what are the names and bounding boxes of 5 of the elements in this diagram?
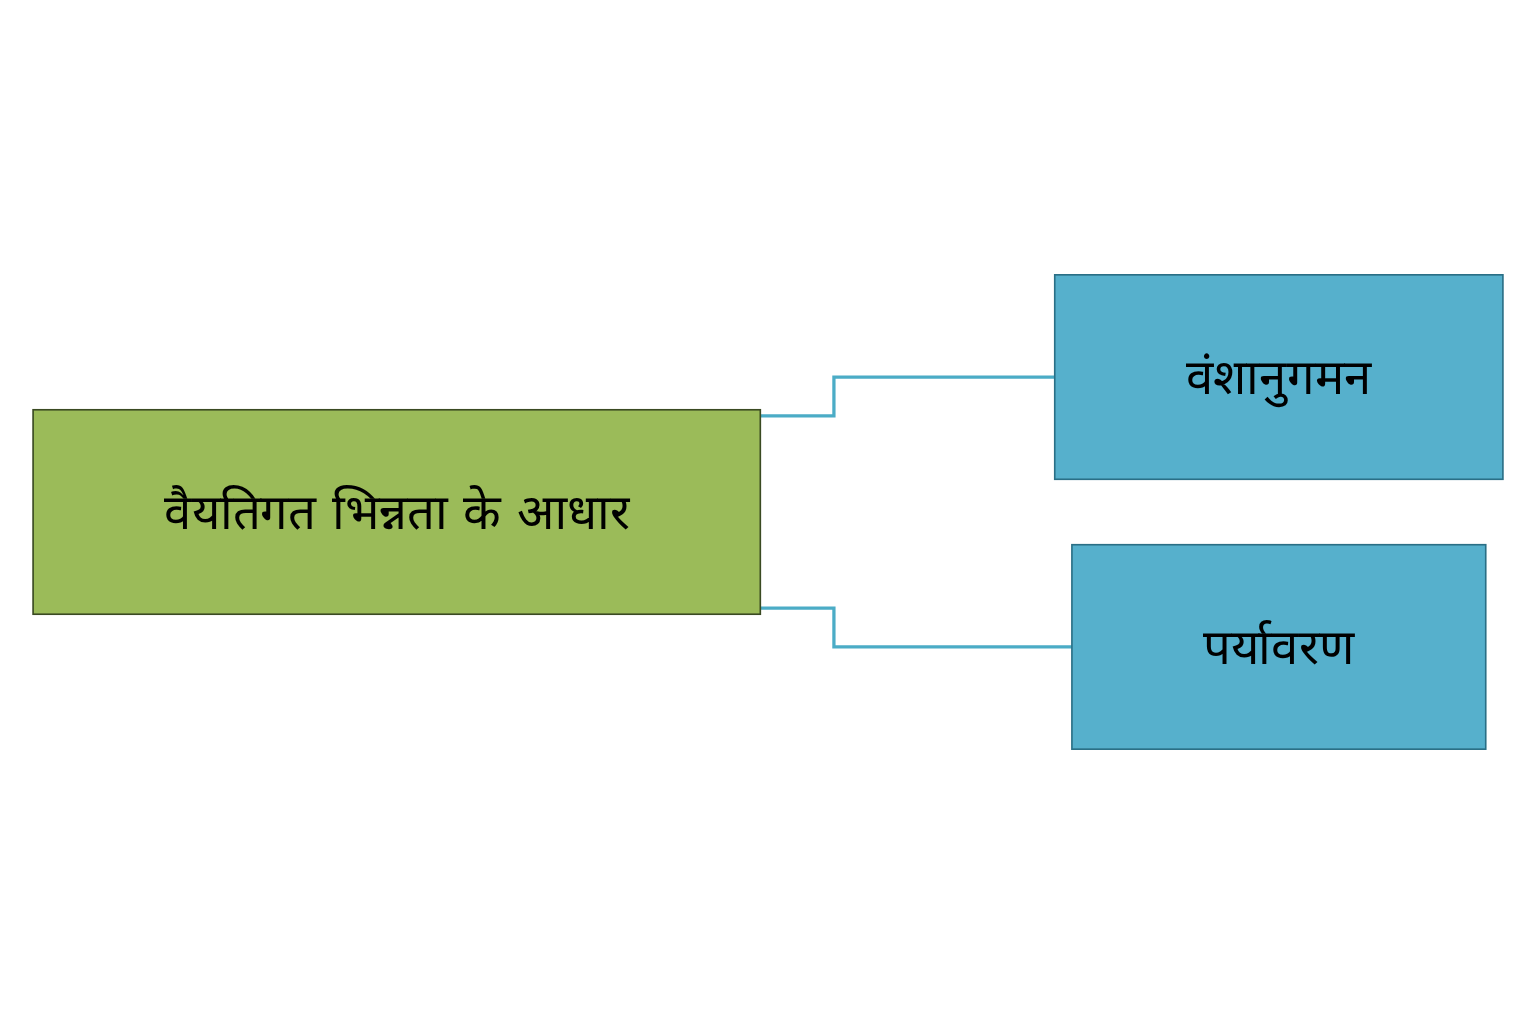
node-box: वैयतिगत भिन्नता के आधार bbox=[32, 408, 762, 616]
connector bbox=[760, 606, 1072, 649]
node-box: पर्यावरण bbox=[1071, 543, 1487, 750]
node-box: वंशानुगमन bbox=[1053, 274, 1504, 481]
connector bbox=[760, 375, 1055, 418]
